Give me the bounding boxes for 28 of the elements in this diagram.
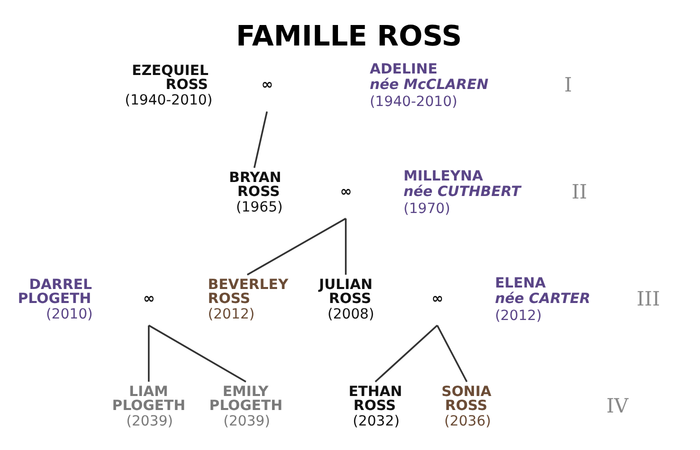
node-text: ELENA née CARTER (2012) [494,274,590,324]
node-text: LIAM PLOGETH (2039) [112,383,186,429]
diagram-title: FAMILLE ROSS [236,18,462,52]
connector [246,217,346,275]
connector [436,324,468,382]
node-text: MILLEYNA née CUTHBERT (1970) [403,168,521,216]
node-text: ∞ [340,183,352,200]
node-text: ∞ [432,290,444,306]
node-text: JULIAN ROSS (2008) [319,276,374,322]
label: I [564,72,572,96]
node-text: ∞ [143,290,155,306]
node-text: EMILY PLOGETH (2039) [209,383,283,429]
connector [148,324,246,382]
node-text: ADELINE née McCLAREN (1940-2010) [370,61,488,110]
node-text: ∞ [261,76,274,92]
label: II [572,180,588,203]
node-text: BEVERLEY ROSS (2012) [208,276,288,322]
node-text: DARREL PLOGETH (2010) [18,276,93,322]
connector [374,324,438,382]
node-text: ETHAN ROSS (2032) [348,383,402,429]
node-text: SONIA ROSS (2036) [441,383,492,429]
connector [344,218,347,274]
label: IV [606,394,628,417]
node-text: EZEQUIEL ROSS (1940-2010) [124,62,212,108]
connector [148,324,150,382]
node-text: BRYAN ROSS (1965) [228,169,283,215]
connector [253,110,268,168]
label: III [636,286,660,310]
